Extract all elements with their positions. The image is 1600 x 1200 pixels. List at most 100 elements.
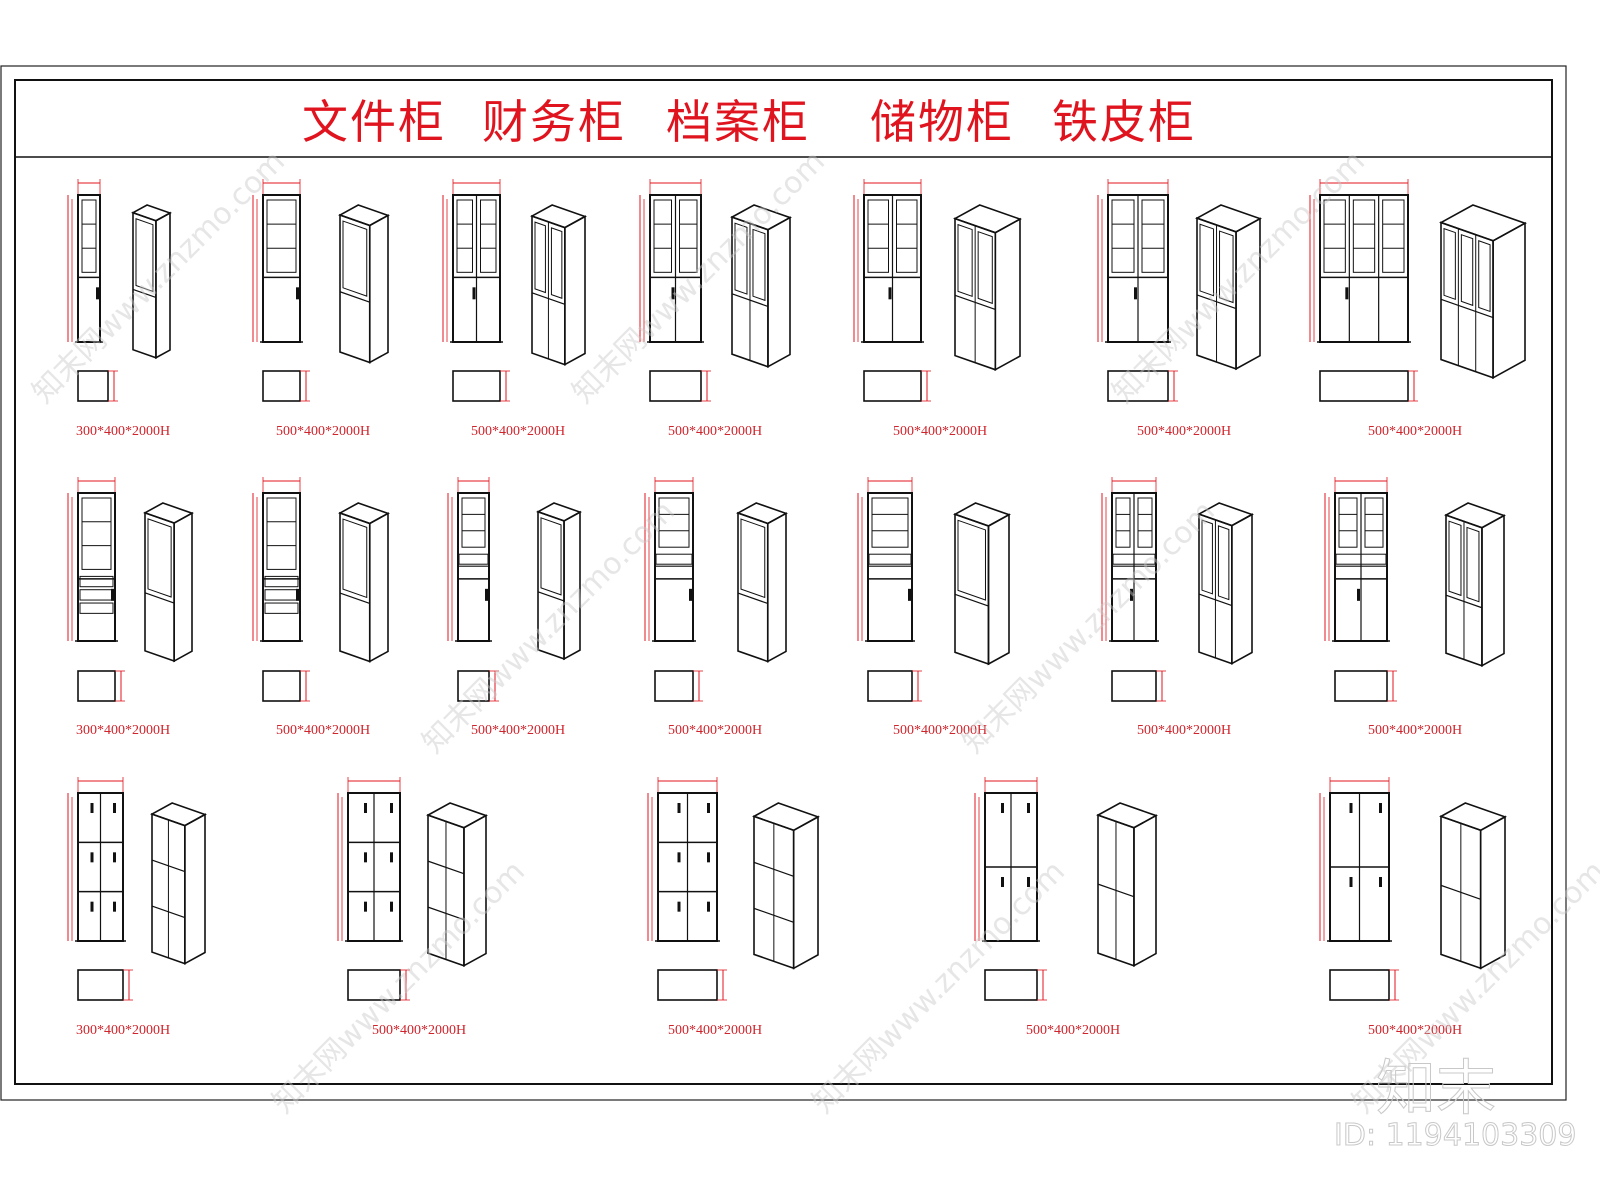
cabinet-2-6	[1101, 477, 1254, 702]
glass-panel	[653, 199, 672, 273]
drawer	[264, 602, 299, 614]
iso-top	[1096, 802, 1158, 829]
plan-view	[863, 370, 922, 402]
iso-glass	[342, 518, 368, 599]
size-label: 500*400*2000H	[667, 723, 763, 738]
cabinet-1-2	[252, 179, 390, 402]
iso-top	[1439, 802, 1507, 832]
glass-panel	[81, 199, 97, 273]
lock-icon	[113, 852, 116, 863]
lock-icon	[908, 588, 911, 601]
glass-panel	[1338, 497, 1358, 548]
iso-top	[1439, 204, 1527, 242]
lock-icon	[707, 901, 710, 912]
iso-divider	[537, 591, 565, 602]
lock-icon	[1027, 803, 1030, 813]
iso-glass	[147, 518, 172, 598]
plan-view	[1329, 969, 1390, 1001]
front-elevation	[262, 492, 301, 642]
glass-panel	[896, 199, 918, 273]
lock-icon	[364, 852, 367, 863]
size-label: 300*400*2000H	[75, 723, 171, 738]
plan-view	[77, 670, 116, 702]
glass-panel	[480, 199, 497, 273]
plan-view	[262, 370, 301, 402]
iso-divider	[339, 291, 370, 303]
plan-view	[452, 370, 501, 402]
cabinet-2-7	[1324, 477, 1506, 702]
iso-front	[954, 513, 990, 666]
title-finance-cabinet: 财务柜	[482, 95, 626, 149]
iso-side	[1492, 221, 1526, 380]
iso-top	[150, 802, 207, 827]
size-label: 300*400*2000H	[75, 424, 171, 439]
watermark-logo: 知末	[1376, 1054, 1497, 1125]
lock-icon	[1357, 588, 1360, 601]
iso-top	[730, 204, 792, 231]
lock-icon	[90, 803, 94, 813]
lock-icon	[689, 588, 692, 601]
size-label: 500*400*2000H	[892, 424, 988, 439]
size-label: 500*400*2000H	[371, 1023, 467, 1038]
iso-glass	[740, 518, 766, 599]
lock-icon	[707, 803, 710, 813]
plan-view	[77, 969, 124, 1001]
lock-icon	[472, 287, 476, 300]
iso-glass	[1443, 227, 1456, 301]
glass-panel	[461, 497, 486, 548]
glass-panel	[1382, 199, 1405, 273]
title-archive-cabinet: 档案柜	[666, 95, 810, 149]
lock-icon	[364, 803, 367, 813]
size-label: 500*400*2000H	[1367, 424, 1463, 439]
plan-view	[1111, 670, 1157, 702]
lock-icon	[96, 287, 99, 300]
iso-divider	[1440, 298, 1494, 319]
lock-icon	[888, 287, 892, 300]
drawer	[458, 553, 489, 565]
iso-side	[155, 211, 171, 360]
cabinet-3-2	[337, 777, 488, 1001]
cabinet-2-3	[447, 477, 582, 702]
plan-view	[654, 670, 694, 702]
cabinet-3-5	[1319, 777, 1507, 1001]
plan-view	[1334, 670, 1388, 702]
iso-glass	[1460, 233, 1474, 307]
iso-side	[564, 215, 586, 366]
iso-top	[1444, 502, 1506, 529]
lock-icon	[1349, 877, 1353, 887]
glass-panel	[658, 497, 690, 548]
outer-border	[0, 65, 1567, 1101]
size-label: 500*400*2000H	[667, 1023, 763, 1038]
lock-icon	[1379, 877, 1382, 887]
iso-glass	[550, 227, 563, 299]
iso-front	[1440, 221, 1494, 379]
lock-icon	[364, 901, 367, 912]
lock-icon	[1379, 803, 1382, 813]
iso-glass	[534, 221, 546, 294]
iso-side	[994, 217, 1021, 372]
lock-icon	[677, 852, 681, 863]
iso-side	[184, 813, 206, 965]
glass-panel	[679, 199, 698, 273]
glass-panel	[266, 199, 297, 273]
front-elevation	[867, 492, 913, 642]
cabinet-3-3	[647, 777, 820, 1001]
iso-front	[537, 510, 565, 661]
front-elevation	[654, 492, 694, 642]
glass-panel	[1141, 199, 1165, 273]
iso-top	[752, 802, 820, 832]
iso-top	[953, 204, 1022, 234]
lock-icon	[111, 588, 114, 601]
cabinet-2-5	[857, 477, 1011, 702]
size-label: 500*400*2000H	[1025, 1023, 1121, 1038]
iso-glass	[1478, 240, 1491, 313]
lock-icon	[671, 287, 675, 300]
size-label: 500*400*2000H	[470, 723, 566, 738]
cabinet-2-1	[67, 477, 194, 702]
iso-glass	[540, 517, 562, 596]
lock-icon	[677, 901, 681, 912]
cabinet-1-4	[639, 179, 792, 402]
glass-panel	[266, 497, 297, 570]
lock-icon	[1001, 877, 1004, 887]
plan-view	[77, 370, 109, 402]
